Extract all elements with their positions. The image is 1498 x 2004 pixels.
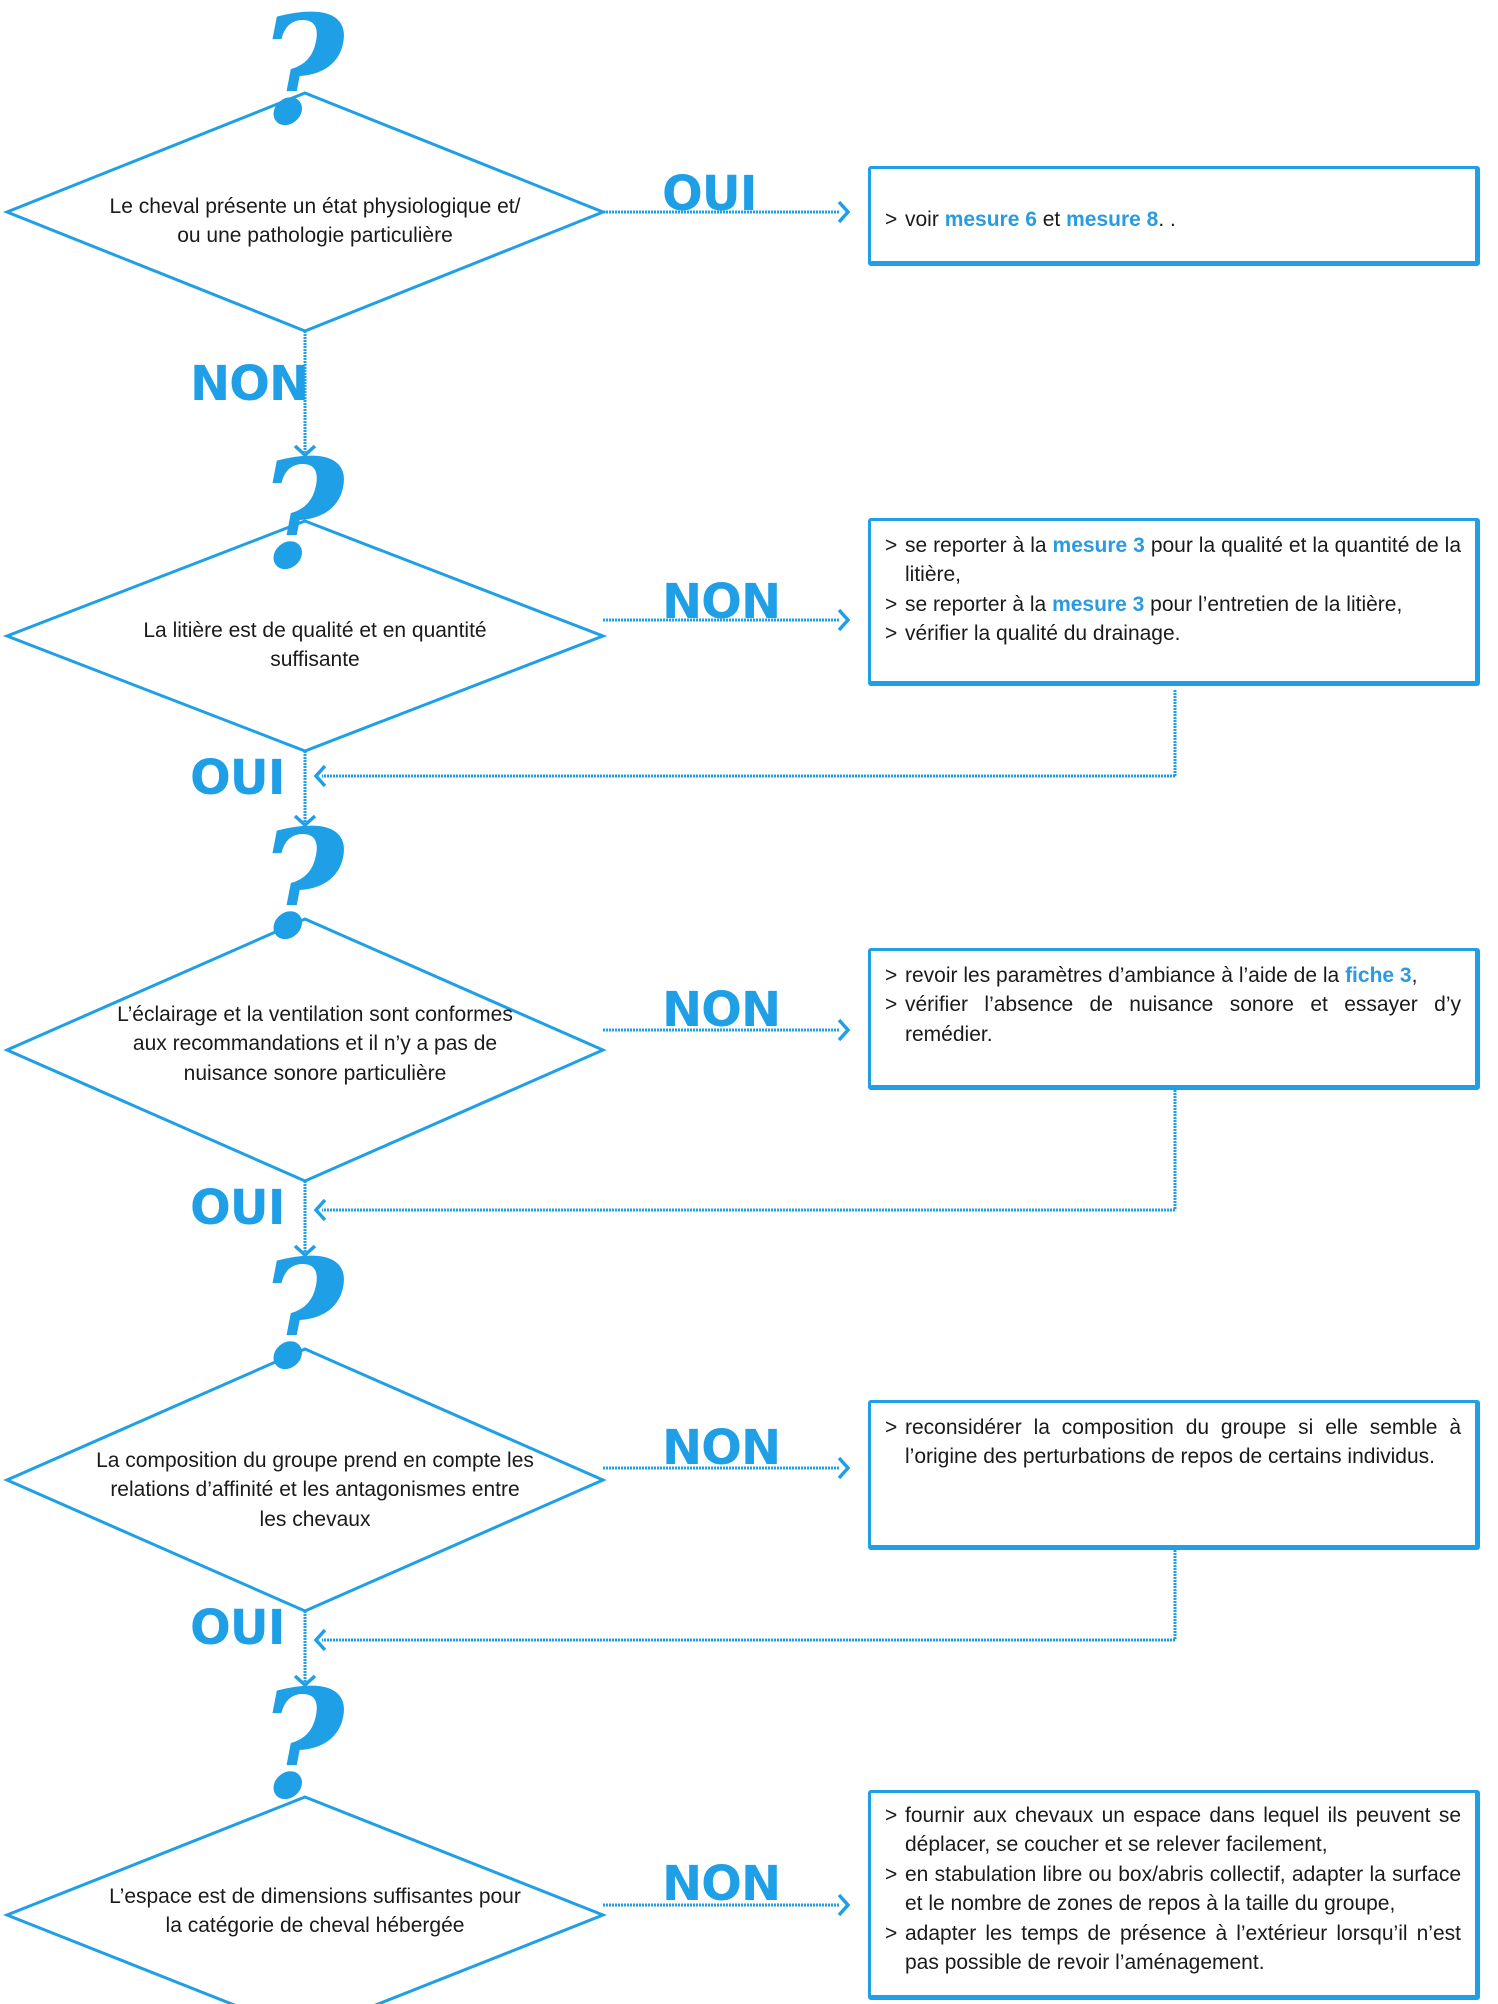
arrow-right-icon [837, 608, 851, 632]
recommendation-item: vérifier la qualité du drainage. [885, 619, 1461, 649]
question-mark-icon: ? [257, 427, 345, 603]
question-4-text: La composition du groupe prend en compte… [96, 1449, 534, 1531]
recommendation-text: vérifier la qualité du drainage. [905, 622, 1181, 646]
answer-label-non: NON [662, 574, 781, 630]
question-mark-icon: ? [257, 1227, 345, 1403]
recommendation-text: en stabulation libre ou box/abris collec… [905, 1862, 1461, 1916]
decision-diamond [2, 1795, 608, 2004]
recommendation-text: pour la qualité et la quantité de la lit… [905, 534, 1461, 587]
recommendation-item: vérifier l’absence de nuisance sonore et… [885, 990, 1461, 1049]
question-5-text: L’espace est de dimensions suffisantes p… [109, 1885, 521, 1938]
arrow-right-icon [837, 1893, 851, 1917]
arrow-left-icon [313, 1198, 327, 1222]
recommendation-text: se reporter à la [905, 534, 1053, 557]
reference-link[interactable]: mesure 3 [1052, 592, 1145, 616]
recommendation-text: se reporter à la [905, 592, 1053, 616]
reference-link[interactable]: fiche 3 [1345, 964, 1412, 987]
recommendation-text: revoir les paramètres d’ambiance à l’aid… [905, 964, 1346, 987]
question-1-text: Le cheval présente un état physiologique… [109, 195, 521, 248]
recommendation-text: pour l’entretien de la litière, [1144, 592, 1403, 616]
recommendation-text: fournir aux chevaux un espace dans leque… [905, 1804, 1461, 1857]
recommendation-list: reconsidérer la composition du groupe si… [885, 1413, 1461, 1472]
question-mark-icon: ? [257, 1657, 345, 1833]
recommendation-text: . . [1158, 208, 1176, 231]
arrow-right-icon [837, 200, 851, 224]
question-mark-icon: ? [257, 0, 345, 159]
recommendation-box: reconsidérer la composition du groupe si… [868, 1400, 1480, 1550]
recommendation-box: revoir les paramètres d’ambiance à l’aid… [868, 948, 1480, 1090]
answer-label-oui: OUI [190, 1180, 286, 1236]
arrow-down-icon [293, 814, 317, 828]
arrow-down-icon [293, 444, 317, 458]
answer-label-oui: OUI [190, 1600, 286, 1656]
recommendation-list: voir mesure 6 et mesure 8. . [885, 205, 1461, 235]
recommendation-box: voir mesure 6 et mesure 8. . [868, 166, 1480, 266]
recommendation-item: se reporter à la mesure 3 pour l’entreti… [885, 590, 1461, 620]
recommendation-item: voir mesure 6 et mesure 8. . [885, 205, 1461, 235]
recommendation-item: se reporter à la mesure 3 pour la qualit… [885, 531, 1461, 590]
question-2-text: La litière est de qualité et en quantité… [143, 619, 487, 672]
reference-link[interactable]: mesure 8 [1066, 208, 1159, 231]
arrow-down-icon [293, 1674, 317, 1688]
arrow-right-icon [837, 1018, 851, 1042]
recommendation-box: se reporter à la mesure 3 pour la qualit… [868, 518, 1480, 686]
recommendation-box: fournir aux chevaux un espace dans leque… [868, 1790, 1480, 2000]
recommendation-item: adapter les temps de présence à l’extéri… [885, 1919, 1461, 1978]
recommendation-text: reconsidérer la composition du groupe si… [905, 1416, 1461, 1469]
recommendation-text: voir [905, 208, 945, 231]
answer-label-oui: OUI [662, 166, 758, 222]
answer-label-oui: OUI [190, 750, 286, 806]
arrow-left-icon [313, 1628, 327, 1652]
reference-link[interactable]: mesure 6 [944, 208, 1037, 231]
recommendation-item: revoir les paramètres d’ambiance à l’aid… [885, 961, 1461, 991]
recommendation-item: reconsidérer la composition du groupe si… [885, 1413, 1461, 1472]
arrow-left-icon [313, 764, 327, 788]
reference-link[interactable]: mesure 3 [1052, 534, 1145, 557]
question-mark-icon: ? [257, 797, 345, 973]
recommendation-text: , [1411, 964, 1418, 987]
recommendation-item: en stabulation libre ou box/abris collec… [885, 1860, 1461, 1919]
answer-label-non: NON [662, 982, 781, 1038]
recommendation-list: fournir aux chevaux un espace dans leque… [885, 1801, 1461, 1977]
answer-label-non: NON [662, 1420, 781, 1476]
arrow-right-icon [837, 1456, 851, 1480]
question-3-text: L’éclairage et la ventilation sont confo… [117, 1003, 513, 1085]
recommendation-list: revoir les paramètres d’ambiance à l’aid… [885, 961, 1461, 1049]
answer-label-non: NON [662, 1856, 781, 1912]
recommendation-text: et [1036, 208, 1067, 231]
recommendation-list: se reporter à la mesure 3 pour la qualit… [885, 531, 1461, 649]
recommendation-item: fournir aux chevaux un espace dans leque… [885, 1801, 1461, 1860]
recommendation-text: vérifier l’absence de nuisance sonore et… [905, 993, 1461, 1046]
recommendation-text: adapter les temps de présence à l’extéri… [905, 1921, 1461, 1974]
arrow-down-icon [293, 1244, 317, 1258]
answer-label-non: NON [190, 356, 309, 412]
